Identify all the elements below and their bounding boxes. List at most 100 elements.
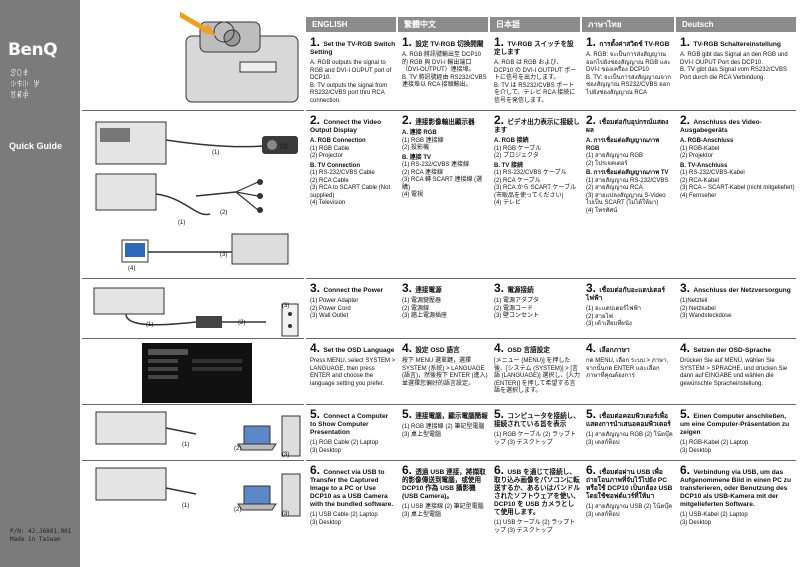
osd-menu-illustration [142, 343, 252, 403]
step-number: 5. [680, 407, 694, 421]
step-item: (4) テレビ [494, 200, 522, 206]
brand-logo: BenQ [8, 40, 58, 60]
step-item: 按下 MENU 選單鍵，選擇 SYSTEM (系統) > LANGUAGE (語… [402, 358, 488, 387]
step-title: 1. Set the TV-RGB Switch Setting [310, 36, 396, 57]
row-divider [306, 278, 796, 279]
step-4-zh: 4. 設定 OSD 語言按下 MENU 選單鍵，選擇 SYSTEM (系統) >… [402, 342, 488, 388]
step-item: (1) RGB ケーブル [494, 145, 542, 152]
step-title: 2. Anschluss des Video-Ausgabegeräts [680, 114, 796, 135]
lang-header-thai: ภาษาไทย [582, 17, 674, 32]
step-item: A. RGB gibt das Signal an den RGB und DV… [680, 52, 788, 66]
step-title: 6. USB を通じて接続し、取り込み画像をパソコンに転送するか、あるいはバンド… [494, 464, 580, 517]
step-number: 4. [586, 341, 600, 355]
step-item: (3) Wandsteckdose [680, 313, 732, 319]
step-title-text: TV-RGB スイッチを設定します [494, 41, 574, 56]
lang-header-japanese: 日本語 [490, 17, 580, 32]
step-item: A. RGB-Anschluss [680, 138, 734, 144]
step-title: 1. การตั้งค่าสวิตช์ TV-RGB [586, 36, 674, 49]
step-item: (2) RCA 連接線 [402, 169, 444, 176]
step-number: 5. [586, 407, 600, 421]
step-item: (1) 電源アダプタ [494, 298, 540, 304]
step-item: (4) Fernseher [680, 192, 717, 199]
step-title-text: コンピュータを接続し、接続されている旨を表示 [494, 413, 580, 428]
step-item: (1) USB ケーブル (2) ラップトップ (3) デスクトップ [494, 520, 576, 534]
step-3-de: 3. Anschluss der Netzversorgung(1)Netzte… [680, 282, 796, 321]
step-item: (3) Desktop [310, 447, 342, 454]
step-item: (2) Projector [310, 153, 344, 159]
step-number: 6. [310, 463, 324, 477]
row-divider [82, 110, 304, 111]
step-title: 3. Connect the Power [310, 282, 396, 295]
figure-label: (1) [182, 442, 190, 448]
step-item: B. TV は RS232/CVBS ポートを介して、テレビ RCA 接続に信号… [494, 82, 576, 104]
step-title: 1. TV-RGB スイッチを設定します [494, 36, 580, 57]
row-divider [306, 110, 796, 111]
step-item: A. RGB 接続 [494, 138, 529, 144]
step-title: 4. Setzen der OSD-Sprache [680, 342, 796, 355]
step-item: (3) RCA 轉 SCART 連接線 (選購) [402, 177, 483, 191]
step-item: (1) อะแดปเตอร์ไฟฟ้า [586, 306, 642, 312]
step-item: B. TV 將訊號經由 RS232/CVBS 連接埠以 RCA 接頭輸出。 [402, 74, 487, 89]
step-5-ja: 5. コンピュータを接続し、接続されている旨を表示(1) RGB ケーブル (2… [494, 408, 580, 447]
step-item: A. RGB outputs the signal to RGB and DVI… [310, 60, 392, 81]
step-item: (2) โปรเจคเตอร์ [586, 160, 628, 167]
step-title: 5. Connect a Computer to Show Computer P… [310, 408, 396, 437]
step-item: (1) RS-232/CVBS ケーブル [494, 170, 567, 176]
step-3-en: 3. Connect the Power(1) Power Adapter(2)… [310, 282, 396, 321]
step-item: (2) RCA ケーブル [494, 177, 541, 184]
step-title-text: USB を通じて接続し、取り込み画像をパソコンに転送するか、あるいはバンドルされ… [494, 469, 580, 516]
step-item: B. TV outputs the signal from RS232/CVBS… [310, 82, 388, 104]
glyph-line: ꐛꑪꑖ [10, 91, 29, 100]
step-item: (3) Desktop [310, 519, 342, 526]
figure-label: (3) [282, 303, 290, 309]
illustrations-column: (2) (1) (1) (2) (3) (4) (3) (2) (1) (1) … [82, 0, 304, 567]
step-title-text: 透過 USB 連接，將擷取的影像傳送到電腦，或使用 DCP10 作為 USB 攝… [402, 469, 486, 500]
step-title-text: Anschluss des Video-Ausgabegeräts [680, 119, 762, 134]
step-title-text: OSD 言語設定 [507, 347, 550, 354]
step-title: 2. เชื่อมต่อกับอุปกรณ์แสดงผล [586, 114, 674, 135]
step-item: A. RGB 將訊號輸出至 DCP10 的 RGB 與 DVI-I 輸出端口（D… [402, 52, 482, 73]
usb-illustration [95, 467, 301, 517]
figure-label: (2) [234, 446, 242, 452]
step-item: (3) 桌上型電腦 [402, 511, 442, 518]
step-title-text: การตั้งค่าสวิตช์ TV-RGB [599, 41, 670, 48]
step-number: 5. [494, 407, 508, 421]
step-item: (1) RGB-Kabel [680, 145, 720, 152]
part-number-block: P/N: 4J.J6801.001 Made in Taiwan [10, 528, 71, 544]
figure-label: (3) [282, 511, 290, 517]
step-3-zh: 3. 連接電源(1) 電源變壓器(2) 電源線(3) 牆上電源插座 [402, 282, 488, 321]
step-number: 1. [402, 35, 416, 49]
step-item: (4) 電視 [402, 192, 424, 198]
glyph-line: ꐈꑜꐈ ꑡ [10, 80, 40, 89]
step-item: (1)Netzteil [680, 298, 708, 304]
step-1-ja: 1. TV-RGB スイッチを設定します A. RGB は RGB および、DCP… [494, 36, 580, 105]
step-item: (1) RS-232/CVBS 連接線 [402, 162, 470, 168]
step-title: 3. เชื่อมต่อกับอะแดปเตอร์ไฟฟ้า [586, 282, 674, 303]
step-item: (2) สายไฟ [586, 313, 613, 320]
step-title: 1. TV-RGB Schaltereinstellung [680, 36, 796, 49]
step-item: (4) Television [310, 200, 346, 206]
step-title: 6. 透過 USB 連接，將擷取的影像傳送到電腦，或使用 DCP10 作為 US… [402, 464, 488, 501]
step-item: (2) 電源コード [494, 305, 534, 312]
step-title: 2. 連接影像輸出顯示器 [402, 114, 488, 127]
step-number: 6. [586, 463, 600, 477]
made-in: Made in Taiwan [10, 536, 61, 543]
step-number: 4. [494, 341, 508, 355]
row-divider [306, 460, 796, 461]
step-6-en: 6. Connect via USB to Transfer the Captu… [310, 464, 396, 527]
step-number: 4. [402, 341, 416, 355]
step-title-text: Einen Computer anschließen, um eine Comp… [680, 413, 790, 436]
step-item: (2) Netzkabel [680, 305, 716, 312]
step-title: 6. Verbindung via USB, um das Aufgenomme… [680, 464, 796, 509]
step-item: A. RGB は RGB および、DCP10 の DVI-I OUTPUT ポー… [494, 60, 577, 81]
step-number: 3. [310, 281, 324, 295]
step-item: (3) Wall Outlet [310, 313, 349, 319]
step-title-text: Set the TV-RGB Switch Setting [310, 41, 396, 56]
step-item: (1) RGB Cable (2) Laptop [310, 440, 379, 446]
step-6-de: 6. Verbindung via USB, um das Aufgenomme… [680, 464, 796, 527]
step-4-ja: 4. OSD 言語設定[メニュー (MENU)] を押した後、[システム (SY… [494, 342, 580, 396]
step-title: 3. 電源接続 [494, 282, 580, 295]
step-item: (3) RCA から SCART ケーブル (市販品を使ってください) [494, 185, 577, 199]
